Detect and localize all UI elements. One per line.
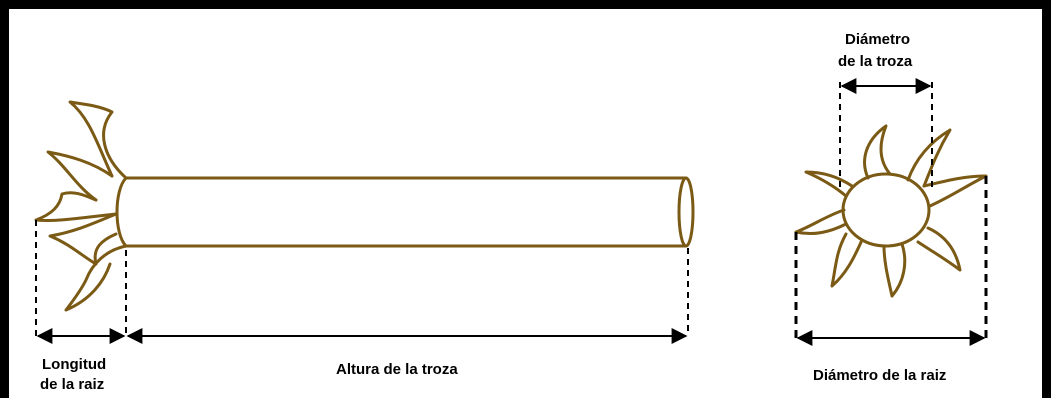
cross-section-circle: [841, 172, 931, 248]
root-mid-upper: [46, 150, 114, 202]
radial-root-2: [906, 128, 952, 188]
root-middle: [34, 191, 118, 223]
log-diameter-label-line2: de la troza: [838, 53, 913, 70]
log-side-view: [34, 100, 695, 312]
root-lower: [64, 244, 128, 312]
log-right-end: [677, 176, 695, 248]
dimension-lines: [35, 78, 988, 346]
log-cross-section: [794, 124, 988, 298]
log-diameter-label-line1: Diámetro: [845, 31, 910, 48]
root-diameter-label: Diámetro de la raiz: [813, 367, 946, 384]
radial-root-1: [863, 124, 892, 180]
root-system-side: [34, 100, 128, 312]
root-mid-lower: [48, 212, 118, 266]
root-length-label-line1: Longitud: [42, 356, 106, 373]
root-length-label-line2: de la raiz: [40, 376, 104, 393]
radial-root-3: [922, 174, 988, 208]
radial-root-6: [830, 232, 864, 288]
radial-root-5: [882, 242, 907, 298]
root-system-radial: [794, 124, 988, 298]
radial-root-4: [916, 226, 962, 272]
root-upper: [68, 100, 128, 180]
radial-root-8: [804, 170, 854, 198]
log-height-label: Altura de la troza: [336, 361, 458, 378]
log-left-end: [115, 176, 128, 248]
radial-root-7: [794, 208, 848, 236]
